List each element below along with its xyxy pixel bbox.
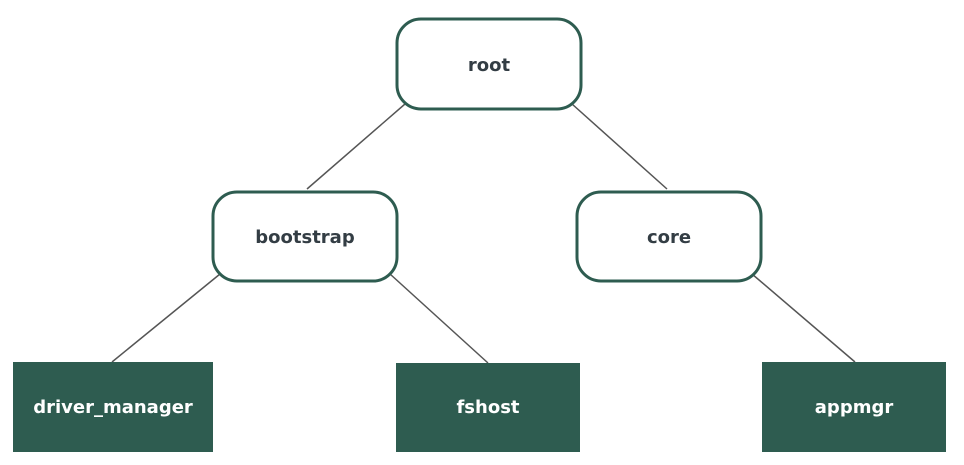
node-driver-manager-label: driver_manager	[33, 397, 193, 418]
node-core-label: core	[647, 227, 691, 248]
edge-root-core	[571, 103, 668, 190]
node-bootstrap-label: bootstrap	[255, 227, 355, 248]
node-root-label: root	[468, 55, 511, 76]
node-fshost[interactable]: fshost	[396, 363, 580, 452]
node-appmgr[interactable]: appmgr	[762, 362, 946, 452]
edge-root-bootstrap	[306, 103, 406, 190]
node-driver-manager[interactable]: driver_manager	[13, 362, 213, 452]
node-appmgr-label: appmgr	[815, 397, 894, 418]
node-bootstrap[interactable]: bootstrap	[211, 190, 399, 283]
edge-bootstrap-fshost	[389, 273, 489, 364]
edge-bootstrap-driver-manager	[111, 273, 221, 363]
node-fshost-label: fshost	[456, 397, 519, 418]
node-core[interactable]: core	[575, 190, 763, 283]
edge-core-appmgr	[751, 273, 856, 363]
node-root[interactable]: root	[395, 17, 583, 111]
